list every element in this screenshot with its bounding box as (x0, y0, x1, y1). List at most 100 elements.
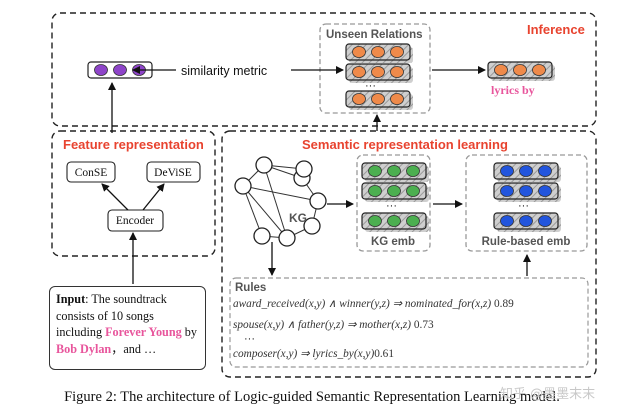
rule-embeddings (493, 162, 561, 232)
embedding-node (390, 66, 404, 78)
output-embedding-bar (487, 61, 555, 81)
rules-ellipsis: ··· (244, 333, 255, 345)
devise-box (146, 161, 201, 183)
embedding-node (352, 46, 366, 58)
input-label: Input (56, 292, 86, 306)
rules-box (229, 277, 589, 368)
arrows (101, 66, 531, 284)
conse-label: ConSE (75, 167, 108, 179)
inference-title: Inference (527, 22, 585, 37)
embedding-node (371, 46, 385, 58)
kg-node (234, 177, 252, 195)
embedding-node (538, 215, 552, 227)
semantic-panel (221, 130, 597, 378)
encoder-label: Encoder (116, 215, 154, 227)
embedding-node (538, 165, 552, 177)
kg-embeddings (361, 162, 429, 232)
rule-embedding-3 (493, 212, 561, 232)
embedding-node (519, 215, 533, 227)
kg-node (303, 217, 321, 235)
embedding-node (532, 64, 546, 76)
embedding-node (406, 215, 420, 227)
embedding-node (352, 66, 366, 78)
input-song: Forever Young (105, 325, 182, 339)
embedding-node (368, 215, 382, 227)
feature-title: Feature representation (63, 137, 204, 152)
rule-emb-ellipsis: ··· (518, 200, 529, 212)
kg-embedding-2 (361, 182, 429, 202)
embedding-node (500, 165, 514, 177)
rule-2: spouse(x,y) ∧ father(y,z) ⇒ mother(x,z) … (233, 319, 434, 331)
encoder-box (107, 209, 164, 232)
unseen-embeddings (345, 43, 413, 110)
kg-emb-label: KG emb (371, 236, 415, 248)
figure-caption: Figure 2: The architecture of Logic-guid… (64, 389, 560, 405)
kg-node (255, 156, 273, 174)
unseen-embedding-2 (345, 63, 413, 83)
embedding-node (538, 185, 552, 197)
unseen-ellipsis: ··· (365, 80, 376, 92)
inference-panel (51, 12, 597, 127)
unseen-relations-group (319, 23, 431, 114)
kg-node (309, 192, 327, 210)
similarity-metric-label: similarity metric (181, 64, 267, 78)
devise-label: DeViSE (154, 167, 192, 179)
conse-box (66, 161, 116, 183)
kg-node (278, 229, 296, 247)
kg-label: KG (289, 211, 307, 225)
embedding-node (500, 215, 514, 227)
embedding-node (494, 64, 508, 76)
input-text-1: : The soundtrack consists of 10 songs in… (56, 292, 167, 339)
embedding-node (113, 64, 127, 76)
input-text-3: ，and … (111, 341, 157, 356)
unseen-relations-label: Unseen Relations (326, 29, 423, 41)
rule-1: award_received(x,y) ∧ winner(y,z) ⇒ nomi… (233, 298, 514, 310)
embedding-node (94, 64, 108, 76)
kg-edge (242, 185, 319, 202)
kg-edge (242, 185, 263, 237)
unseen-embedding-1 (345, 43, 413, 63)
kg-emb-ellipsis: ··· (386, 200, 397, 212)
watermark: 知乎 @墨墨末末 (500, 387, 596, 402)
unseen-embedding-3 (345, 90, 413, 110)
semantic-title: Semantic representation learning (302, 137, 508, 152)
embedding-node (368, 185, 382, 197)
rule-3: composer(x,y) ⇒ lyrics_by(x,y)0.61 (233, 348, 394, 360)
embedding-node (519, 165, 533, 177)
embedding-node (500, 185, 514, 197)
arrow-encoder-conse (101, 183, 129, 211)
kg-emb-group (356, 154, 431, 252)
kg-node (295, 160, 313, 178)
rule-embedding-2 (493, 182, 561, 202)
embedding-node (519, 185, 533, 197)
embedding-node (371, 66, 385, 78)
input-box: Input: The soundtrack consists of 10 son… (49, 286, 206, 370)
kg-embedding-1 (361, 162, 429, 182)
embedding-node (390, 46, 404, 58)
embedding-node (368, 165, 382, 177)
kg-edge (242, 185, 288, 239)
output-embedding (487, 61, 555, 81)
input-artist: Bob Dylan (56, 341, 112, 356)
embedding-node (406, 165, 420, 177)
embedding-node (387, 165, 401, 177)
embedding-node (387, 185, 401, 197)
rules-title: Rules (235, 282, 266, 294)
embedding-node (387, 215, 401, 227)
knowledge-graph (234, 156, 327, 247)
kg-node (253, 227, 271, 245)
input-text-2: by (181, 325, 197, 339)
rule-emb-label: Rule-based emb (482, 236, 571, 248)
arrow-encoder-devise (142, 183, 165, 211)
embedding-node (352, 93, 366, 105)
embedding-node (371, 93, 385, 105)
embedding-node (513, 64, 527, 76)
embedding-node (406, 185, 420, 197)
kg-edge (263, 164, 288, 239)
lyrics-by-label: lyrics by (491, 83, 535, 97)
kg-embedding-3 (361, 212, 429, 232)
rule-emb-group (465, 154, 588, 252)
embedding-node (390, 93, 404, 105)
rule-embedding-1 (493, 162, 561, 182)
